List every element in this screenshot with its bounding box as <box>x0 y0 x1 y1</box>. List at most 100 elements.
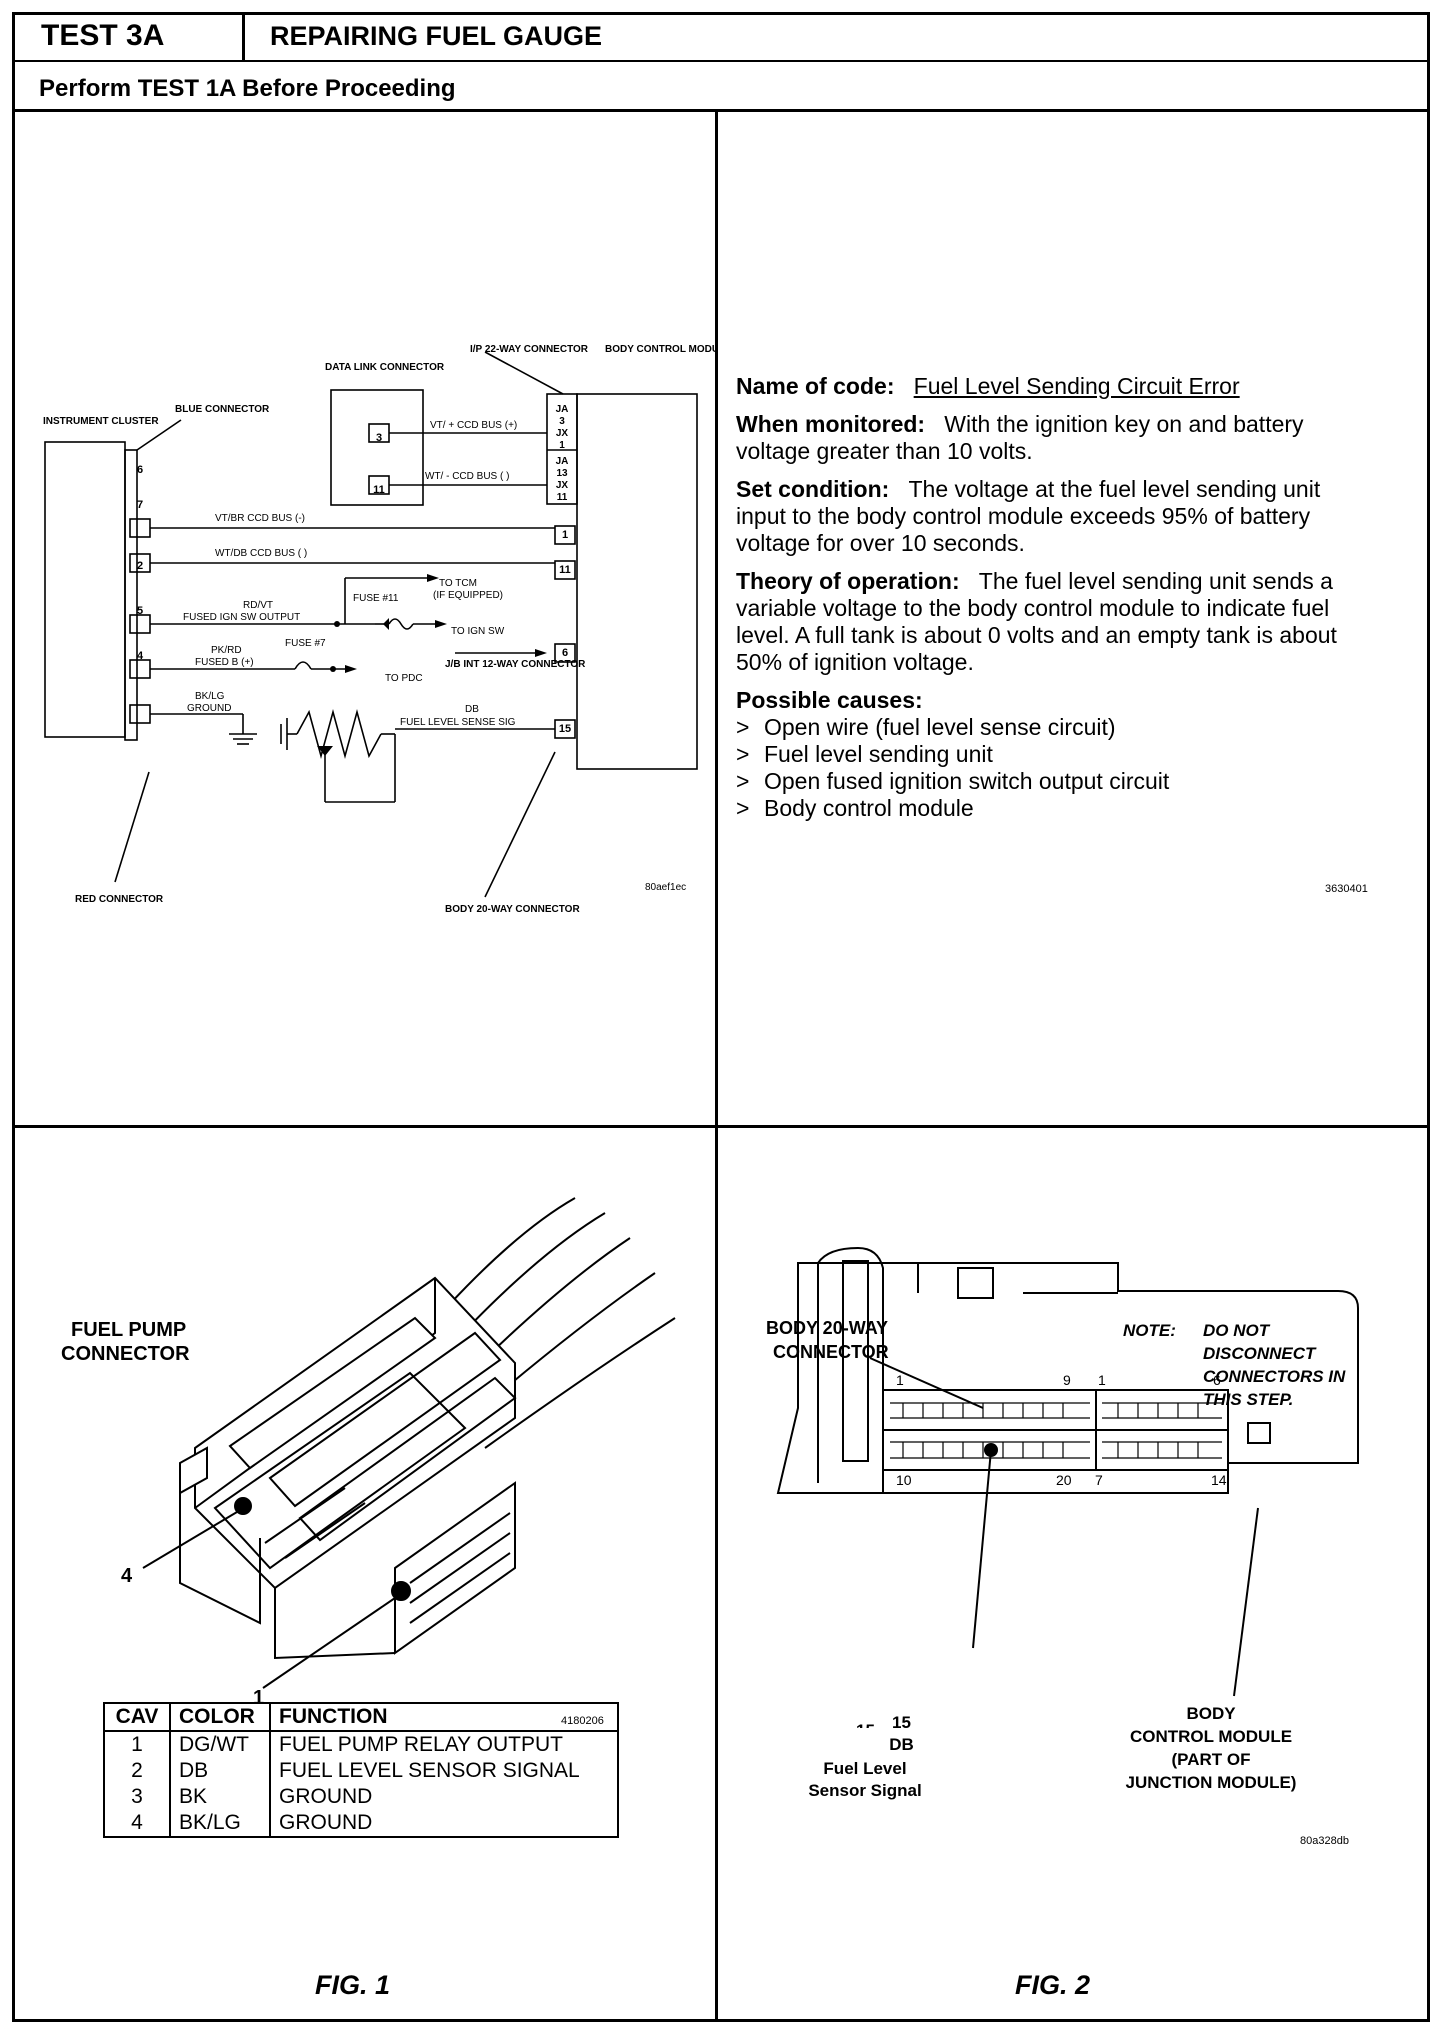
body-20way-label: BODY 20-WAY CONNECTOR <box>445 904 580 915</box>
wiring-schematic: 6 7 2 5 4 3 11 1 11 6 15 JA 3 JX 1 JA 13… <box>43 344 715 915</box>
bcm-line1: BODY <box>1186 1704 1236 1723</box>
th-function: FUNCTION <box>270 1703 618 1732</box>
svg-text:11: 11 <box>373 484 385 496</box>
wire-wtdb: WT/DB CCD BUS ( ) <box>215 548 307 559</box>
svg-text:2: 2 <box>137 560 143 572</box>
code-info-ref: 3630401 <box>1325 883 1368 895</box>
connector-pinout-table: CAV COLOR FUNCTION 1 DG/WT FUEL PUMP REL… <box>103 1702 619 1838</box>
bcm-line3: (PART OF <box>1171 1750 1251 1769</box>
wire-bklg: BK/LG <box>195 691 225 702</box>
sensor-signal-text: Sensor Signal <box>808 1781 922 1800</box>
callout-4: 4 <box>121 1565 133 1587</box>
callout-1: 1 <box>253 1687 264 1709</box>
pin-callout: 15 DB <box>859 1712 944 1756</box>
svg-text:14: 14 <box>1211 1472 1227 1488</box>
fuel-level-text: Fuel Level <box>823 1759 907 1778</box>
code-description: Name of code: Fuel Level Sending Circuit… <box>736 373 1376 822</box>
when-monitored-value: With the ignition key on and battery vol… <box>736 411 1304 464</box>
wire-fused-b: FUSED B (+) <box>195 657 254 668</box>
fig2-caption: FIG. 2 <box>1015 1970 1091 2000</box>
connector-cavities <box>890 1402 1222 1459</box>
note-line2: DISCONNECT <box>1203 1344 1317 1363</box>
pin-15: 15 <box>892 1713 911 1732</box>
data-link-connector-label: DATA LINK CONNECTOR <box>325 362 445 373</box>
svg-text:10: 10 <box>896 1472 912 1488</box>
fig2-ref: 80a328db <box>1300 1835 1349 1847</box>
svg-text:9: 9 <box>1063 1372 1071 1388</box>
theory-label: Theory of operation: <box>736 568 960 594</box>
bcm-line4: JUNCTION MODULE) <box>1125 1773 1297 1792</box>
th-color: COLOR <box>170 1703 271 1732</box>
cluster-pin-6 <box>129 518 151 538</box>
bcm-box <box>576 393 698 770</box>
test-id: TEST 3A <box>15 15 245 60</box>
note-line4: THIS STEP. <box>1203 1390 1293 1409</box>
svg-text:6: 6 <box>1213 1372 1221 1388</box>
wire-db: DB <box>465 704 479 715</box>
cluster-pin-5 <box>129 659 151 679</box>
pin-db: DB <box>889 1735 914 1754</box>
wire-wtminus: WT/ - CCD BUS ( ) <box>425 471 509 482</box>
table-row: 2 DB FUEL LEVEL SENSOR SIGNAL <box>104 1758 618 1784</box>
fig1-title-line1: FUEL PUMP <box>71 1319 186 1341</box>
svg-text:4: 4 <box>137 650 144 662</box>
bcm-label: BODY CONTROL MODULE <box>605 344 715 355</box>
svg-text:11: 11 <box>559 564 571 576</box>
svg-text:1: 1 <box>559 440 565 451</box>
svg-text:15: 15 <box>559 723 571 735</box>
panel-divider-horizontal <box>15 1125 1427 1128</box>
possible-causes-label: Possible causes: <box>736 687 923 713</box>
svg-text:1: 1 <box>896 1372 904 1388</box>
possible-causes-list: >Open wire (fuel level sense circuit) >F… <box>736 714 1376 822</box>
svg-text:6: 6 <box>137 464 143 476</box>
table-row: 1 DG/WT FUEL PUMP RELAY OUTPUT <box>104 1731 618 1758</box>
schematic-ref: 80aef1ec <box>645 882 686 893</box>
cause-item: >Open fused ignition switch output circu… <box>736 768 1170 794</box>
ip-22way-label: I/P 22-WAY CONNECTOR <box>470 344 589 355</box>
fig1-title-line2: CONNECTOR <box>61 1343 190 1365</box>
cause-item: >Open wire (fuel level sense circuit) <box>736 714 1116 740</box>
test-header: TEST 3A REPAIRING FUEL GAUGE <box>15 15 1427 62</box>
svg-text:11: 11 <box>557 492 568 503</box>
svg-text:1: 1 <box>562 529 568 541</box>
ign-sw-arrow <box>383 618 389 630</box>
svg-text:7: 7 <box>137 499 143 511</box>
theory-value: The fuel level sending unit sends a vari… <box>736 568 1337 675</box>
blue-connector-label: BLUE CONNECTOR <box>175 404 270 415</box>
set-condition-label: Set condition: <box>736 476 890 502</box>
svg-text:5: 5 <box>137 605 143 617</box>
wire-ground: GROUND <box>187 703 231 714</box>
set-condition-value: The voltage at the fuel level sending un… <box>736 476 1321 556</box>
svg-text:1: 1 <box>1098 1372 1106 1388</box>
wire-fused-ign: FUSED IGN SW OUTPUT <box>183 612 300 623</box>
svg-text:20: 20 <box>1056 1472 1072 1488</box>
wire-vtbr: VT/BR CCD BUS (-) <box>215 513 305 524</box>
svg-text:7: 7 <box>1095 1472 1103 1488</box>
instrument-cluster-label: INSTRUMENT CLUSTER <box>43 416 159 427</box>
cause-item: >Fuel level sending unit <box>736 741 993 767</box>
svg-text:6: 6 <box>562 647 568 659</box>
name-of-code-label: Name of code: <box>736 373 895 399</box>
svg-text:JA: JA <box>556 404 569 415</box>
svg-text:JX: JX <box>556 428 569 439</box>
body-control-module-drawing: 1 9 1 6 10 20 7 14 BODY 20-WAY CONNECTOR… <box>766 1246 1359 1728</box>
wire-rdvt: RD/VT <box>243 600 273 611</box>
table-row: 4 BK/LG GROUND <box>104 1810 618 1837</box>
fuse7-label: FUSE #7 <box>285 638 326 649</box>
test-title: REPAIRING FUEL GAUGE <box>270 21 603 51</box>
bcm-callout: BODY CONTROL MODULE (PART OF JUNCTION MO… <box>1111 1702 1311 1794</box>
note-label: NOTE: <box>1123 1321 1176 1340</box>
bcm-line2: CONTROL MODULE <box>1129 1727 1293 1746</box>
wire-pkrd: PK/RD <box>211 645 242 656</box>
pin-15-label: 15 <box>856 1721 875 1728</box>
fig2-connector-line2: CONNECTOR <box>773 1342 889 1362</box>
to-pdc-label: TO PDC <box>385 673 423 684</box>
fig1-caption: FIG. 1 <box>315 1970 391 2000</box>
svg-text:JX: JX <box>556 480 569 491</box>
note-line1: DO NOT <box>1203 1321 1271 1340</box>
table-row: 3 BK GROUND <box>104 1784 618 1810</box>
note-line3: CONNECTORS IN <box>1203 1367 1346 1386</box>
fig2-connector-line1: BODY 20-WAY <box>766 1318 888 1338</box>
cause-item: >Body control module <box>736 795 974 821</box>
to-ign-sw-label: TO IGN SW <box>451 626 505 637</box>
